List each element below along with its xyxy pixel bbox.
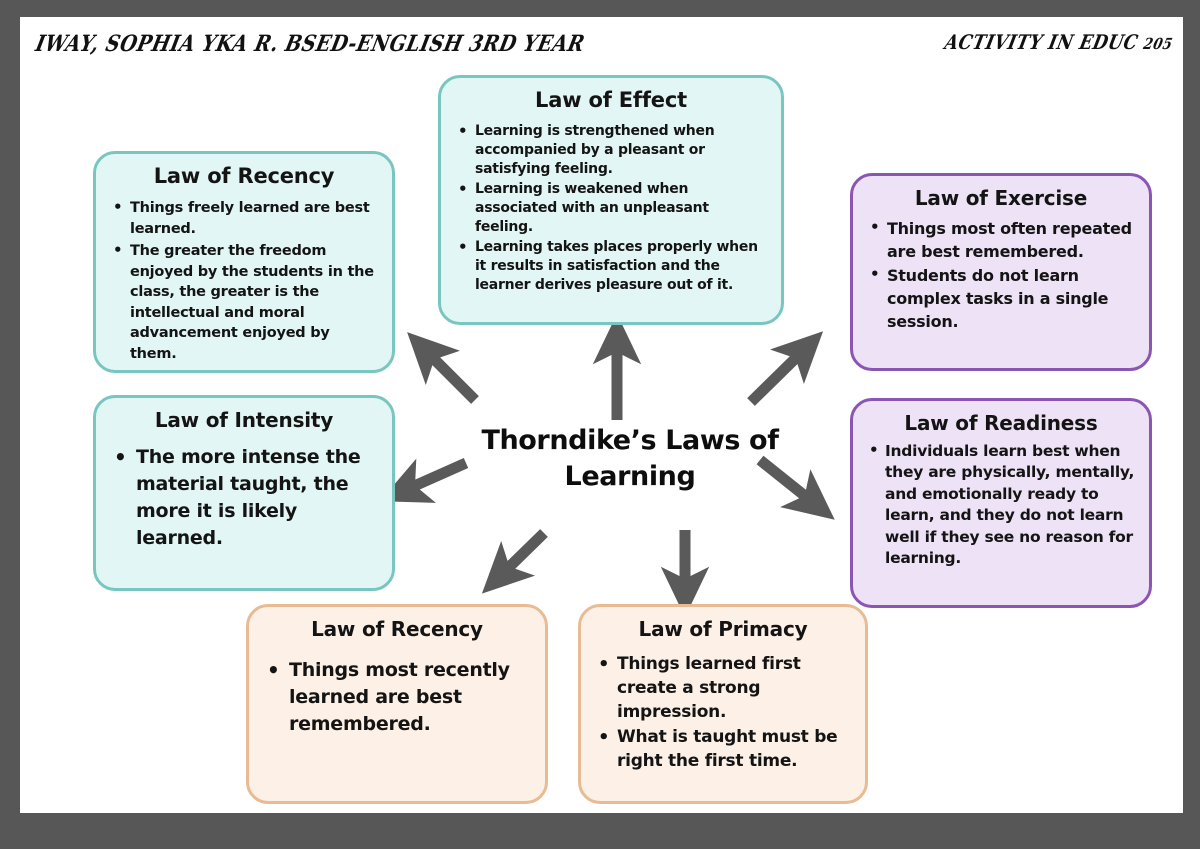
list-item: The more intense the material taught, th… (110, 443, 378, 552)
card-title-law-of-exercise: Law of Exercise (914, 186, 1088, 210)
list-item: Learning takes places properly when it r… (455, 237, 767, 295)
list-item: Things most often repeated are best reme… (867, 217, 1135, 263)
arrow-to-recency-top (407, 332, 479, 404)
card-law-of-readiness[interactable]: Law of Readiness Individuals learn best … (850, 398, 1152, 608)
card-law-of-recency-top[interactable]: Law of Recency Things freely learned are… (93, 151, 395, 373)
student-name-header: IWAY, SOPHIA YKA R. BSED-ENGLISH 3RD YEA… (33, 31, 588, 57)
list-item: Things freely learned are best learned. (110, 197, 378, 239)
list-item: Learning is strengthened when accompanie… (455, 121, 767, 179)
bullet-list-law-of-recency-top: Things freely learned are best learned. … (110, 197, 378, 365)
course-title-text: ACTIVITY IN EDUC (942, 31, 1141, 55)
bullet-list-law-of-primacy: Things learned first create a strong imp… (595, 652, 851, 774)
card-law-of-intensity[interactable]: Law of Intensity The more intense the ma… (93, 395, 395, 591)
bullet-list-law-of-readiness: Individuals learn best when they are phy… (867, 440, 1135, 569)
list-item: Students do not learn complex tasks in a… (867, 264, 1135, 333)
card-title-law-of-readiness: Law of Readiness (904, 411, 1098, 435)
card-title-law-of-intensity: Law of Intensity (154, 408, 334, 432)
course-number-text: 205 (1142, 35, 1175, 54)
card-title-law-of-effect: Law of Effect (535, 88, 687, 112)
center-title: Thorndike’s Laws of Learning (481, 425, 779, 493)
poster-canvas: IWAY, SOPHIA YKA R. BSED-ENGLISH 3RD YEA… (20, 17, 1183, 813)
bullet-list-law-of-intensity: The more intense the material taught, th… (110, 443, 378, 552)
card-title-law-of-primacy: Law of Primacy (638, 617, 808, 641)
list-item: Things learned first create a strong imp… (595, 652, 851, 724)
list-item: What is taught must be right the first t… (595, 725, 851, 774)
bullet-list-law-of-exercise: Things most often repeated are best reme… (867, 217, 1135, 334)
bullet-list-law-of-recency-bottom: Things most recently learned are best re… (263, 656, 531, 738)
card-law-of-primacy[interactable]: Law of Primacy Things learned first crea… (578, 604, 868, 804)
arrow-to-intensity (379, 457, 469, 503)
card-title-law-of-recency-bottom: Law of Recency (311, 617, 483, 641)
list-item: Individuals learn best when they are phy… (867, 440, 1135, 569)
card-law-of-effect[interactable]: Law of Effect Learning is strengthened w… (438, 75, 784, 325)
card-law-of-recency-bottom[interactable]: Law of Recency Things most recently lear… (246, 604, 548, 804)
list-item: The greater the freedom enjoyed by the s… (110, 240, 378, 364)
arrow-to-recency-bottom (481, 529, 548, 594)
card-law-of-exercise[interactable]: Law of Exercise Things most often repeat… (850, 173, 1152, 371)
list-item: Things most recently learned are best re… (263, 656, 531, 738)
list-item: Learning is weakened when associated wit… (455, 179, 767, 237)
bullet-list-law-of-effect: Learning is strengthened when accompanie… (455, 121, 767, 295)
arrow-to-exercise (747, 331, 824, 406)
card-title-law-of-recency-top: Law of Recency (153, 164, 335, 188)
course-title-header: ACTIVITY IN EDUC 205 (943, 31, 1176, 55)
